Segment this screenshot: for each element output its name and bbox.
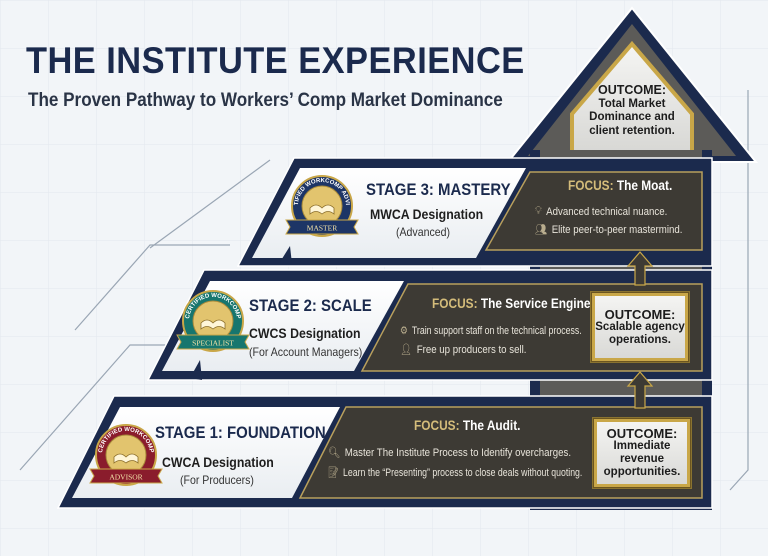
page-subtitle: The Proven Pathway to Workers’ Comp Mark… [28, 90, 503, 111]
stage-1-audience: (For Producers) [180, 473, 254, 487]
stage-1-focus: FOCUS: The Audit. [414, 418, 521, 433]
progress-arrow-icon [190, 246, 292, 380]
document-edit-icon: 📝︎ [328, 467, 340, 479]
stage-1-outcome: OUTCOME:Immediate revenue opportunities. [593, 418, 691, 488]
svg-text:ADVISOR: ADVISOR [109, 473, 142, 482]
stage-3-title: STAGE 3: MASTERY [366, 180, 511, 199]
gear-icon: ⚙ [400, 325, 408, 337]
stage-1-designation: CWCA Designation [162, 454, 274, 470]
stage-3-audience: (Advanced) [396, 225, 451, 239]
group-icon: 👥︎ [535, 224, 548, 236]
stage-2-title: STAGE 2: SCALE [249, 296, 372, 315]
magnifier-icon: 🔍︎ [328, 447, 341, 459]
svg-text:MASTER: MASTER [307, 224, 337, 233]
stage-3-focus: FOCUS: The Moat. [568, 178, 673, 193]
stage-3-item: 👥︎Elite peer-to-peer mastermind. [535, 223, 683, 237]
outcome-label: OUTCOME: [597, 83, 667, 97]
person-icon: 👤︎ [400, 344, 413, 356]
stage-2-designation: CWCS Designation [249, 325, 361, 341]
up-arrow-icon [626, 251, 654, 409]
stage-1-item: 🔍︎Master The Institute Process to Identi… [328, 446, 572, 460]
stage-3-focus-panel [484, 171, 703, 251]
stage-2-badge: CERTIFIED WORKCOMP SPECIALIST [176, 290, 250, 352]
stage-2-focus: FOCUS: The Service Engine. [432, 296, 594, 311]
stage-1-badge: CERTIFIED WORKCOMP ADVISOR [89, 424, 163, 486]
page-title: THE INSTITUTE EXPERIENCE [26, 40, 525, 81]
top-outcome: OUTCOME: Total Market Dominance and clie… [586, 83, 678, 138]
svg-text:SPECIALIST: SPECIALIST [192, 339, 234, 348]
stage-2-item: 👤︎Free up producers to sell. [400, 343, 527, 357]
stage-1-title: STAGE 1: FOUNDATION [155, 423, 326, 442]
stage-1-item: 📝︎Learn the “Presenting” process to clos… [328, 466, 583, 480]
stage-3-designation: MWCA Designation [370, 206, 484, 222]
stage-2-item: ⚙Train support staff on the technical pr… [400, 324, 582, 338]
stage-3-item: 💡︎Advanced technical nuance. [535, 205, 668, 218]
stage-2-audience: (For Account Managers) [249, 345, 363, 359]
lightbulb-icon: 💡︎ [535, 205, 542, 217]
stage-2-outcome: OUTCOME:Scalable agency operations. [591, 292, 689, 362]
outcome-text: Total Market Dominance and client retent… [589, 97, 675, 137]
